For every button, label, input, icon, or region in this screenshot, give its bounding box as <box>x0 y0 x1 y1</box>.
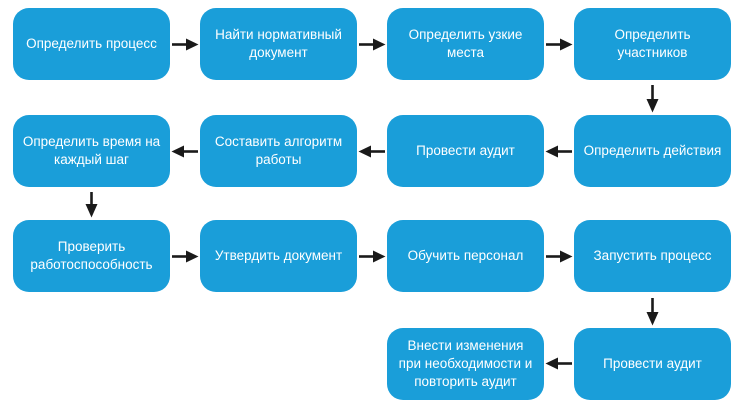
flow-step-conduct-audit-2: Провести аудит <box>574 328 731 400</box>
arrow-down-icon <box>85 192 98 218</box>
arrow-right-icon <box>546 38 573 51</box>
arrow-right-icon <box>172 38 199 51</box>
flow-step-label: Определить узкие места <box>408 27 523 60</box>
arrow-left-icon <box>545 145 572 158</box>
flow-step-conduct-audit-1: Провести аудит <box>387 115 544 187</box>
flow-step-find-regulatory-document: Найти нормативный документ <box>200 8 357 80</box>
flow-step-label: Определить процесс <box>26 36 157 52</box>
flow-step-define-process: Определить процесс <box>13 8 170 80</box>
flow-step-train-staff: Обучить персонал <box>387 220 544 292</box>
flow-step-label: Определить действия <box>583 143 722 159</box>
arrow-right-icon <box>172 250 199 263</box>
flow-step-label: Обучить персонал <box>407 248 524 264</box>
flow-step-label: Найти нормативный документ <box>215 27 342 60</box>
flow-step-label: Запустить процесс <box>593 248 712 264</box>
flow-step-label: Составить алгоритм работы <box>214 134 343 167</box>
arrow-left-icon <box>545 357 572 370</box>
flow-step-make-changes-repeat-audit: Внести изменения при необходимости и пов… <box>387 328 544 400</box>
arrow-down-icon <box>646 85 659 113</box>
flow-step-label: Провести аудит <box>603 356 702 372</box>
flow-step-label: Провести аудит <box>416 143 515 159</box>
flow-step-launch-process: Запустить процесс <box>574 220 731 292</box>
flow-step-define-actions: Определить действия <box>574 115 731 187</box>
arrow-right-icon <box>546 250 573 263</box>
flow-step-define-time-per-step: Определить время на каждый шаг <box>13 115 170 187</box>
arrow-down-icon <box>646 298 659 326</box>
flow-step-approve-document: Утвердить документ <box>200 220 357 292</box>
arrow-right-icon <box>359 250 386 263</box>
arrow-left-icon <box>358 145 385 158</box>
flow-step-identify-bottlenecks: Определить узкие места <box>387 8 544 80</box>
flow-step-label: Определить участников <box>614 27 691 60</box>
flow-step-create-work-algorithm: Составить алгоритм работы <box>200 115 357 187</box>
flow-step-identify-participants: Определить участников <box>574 8 731 80</box>
flow-step-label: Утвердить документ <box>214 248 343 264</box>
flow-step-label: Проверить работоспособность <box>30 239 153 272</box>
flow-step-test-operability: Проверить работоспособность <box>13 220 170 292</box>
flow-step-label: Внести изменения при необходимости и пов… <box>398 338 533 389</box>
arrow-left-icon <box>171 145 198 158</box>
flow-step-label: Определить время на каждый шаг <box>22 134 161 167</box>
arrow-right-icon <box>359 38 386 51</box>
